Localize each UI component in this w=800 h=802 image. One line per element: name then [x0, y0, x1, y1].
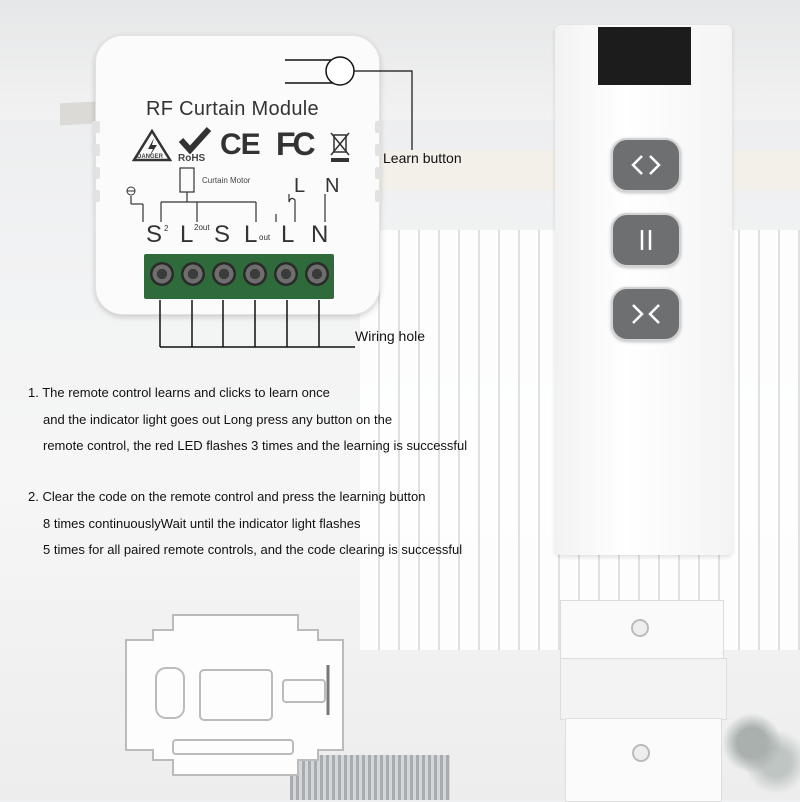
- terminal-label-l2out: L: [180, 221, 194, 248]
- remote-close-button[interactable]: [611, 287, 681, 341]
- mounting-plate: [125, 614, 344, 776]
- fc-mark: FC: [276, 126, 316, 162]
- terminal-label-n: N: [311, 221, 329, 248]
- terminal-label-lout: L: [244, 221, 258, 248]
- terminal-label-l: L: [281, 221, 295, 248]
- terminal-sub-l2out: 2out: [194, 223, 210, 232]
- danger-label: DANGER: [137, 154, 164, 160]
- instruction-step-2: 2. Clear the code on the remote control …: [28, 484, 462, 564]
- instruction-line: 5 times for all paired remote controls, …: [43, 542, 463, 557]
- rf-remote-control: [555, 25, 732, 555]
- terminal-screw: [305, 262, 329, 286]
- terminal-screw: [274, 262, 298, 286]
- instruction-step-1: 1. The remote control learns and clicks …: [28, 380, 467, 460]
- rohs-label: RoHS: [178, 153, 206, 164]
- pause-icon: [640, 230, 652, 250]
- terminal-screw: [181, 262, 205, 286]
- curtain-motor-label: Curtain Motor: [202, 176, 251, 185]
- terminal-label-s: S: [214, 221, 231, 248]
- remote-indicator-window: [598, 27, 691, 85]
- learn-button-label: Learn button: [383, 150, 462, 166]
- wiring-hole-label: Wiring hole: [355, 328, 426, 344]
- ce-mark: CE: [220, 128, 261, 161]
- module-title: RF Curtain Module: [146, 98, 319, 120]
- danger-icon: [132, 129, 172, 162]
- wiring-hole-callout: [159, 300, 355, 348]
- weee-bin-icon: [330, 132, 350, 162]
- terminal-screw: [150, 262, 174, 286]
- instruction-line: 1. The remote control learns and clicks …: [28, 385, 330, 400]
- instruction-line: 2. Clear the code on the remote control …: [28, 489, 426, 504]
- instruction-line: remote control, the red LED flashes 3 ti…: [43, 438, 468, 453]
- learn-button-callout: [285, 56, 413, 150]
- close-icon: [632, 304, 660, 324]
- plant: [720, 705, 800, 800]
- schematic-l-label: L: [294, 175, 306, 197]
- open-icon: [631, 155, 661, 175]
- terminal-sub-s2: 2: [164, 224, 169, 233]
- terminal-sub-lout: out: [259, 233, 271, 242]
- checkmark-icon: [178, 126, 212, 154]
- schematic-n-label: N: [325, 175, 340, 197]
- instruction-line: and the indicator light goes out Long pr…: [43, 411, 393, 427]
- terminal-screw: [243, 262, 267, 286]
- terminal-label-s2: S: [146, 221, 163, 248]
- remote-open-button[interactable]: [611, 138, 681, 192]
- terminal-block: [144, 254, 334, 299]
- terminal-screw: [212, 262, 236, 286]
- wiring-diagram: [126, 167, 326, 222]
- remote-wall-holder: [560, 600, 727, 802]
- remote-pause-button[interactable]: [611, 213, 681, 267]
- instruction-line: 8 times continuouslyWait until the indic…: [43, 515, 361, 531]
- chair-back: [290, 755, 450, 800]
